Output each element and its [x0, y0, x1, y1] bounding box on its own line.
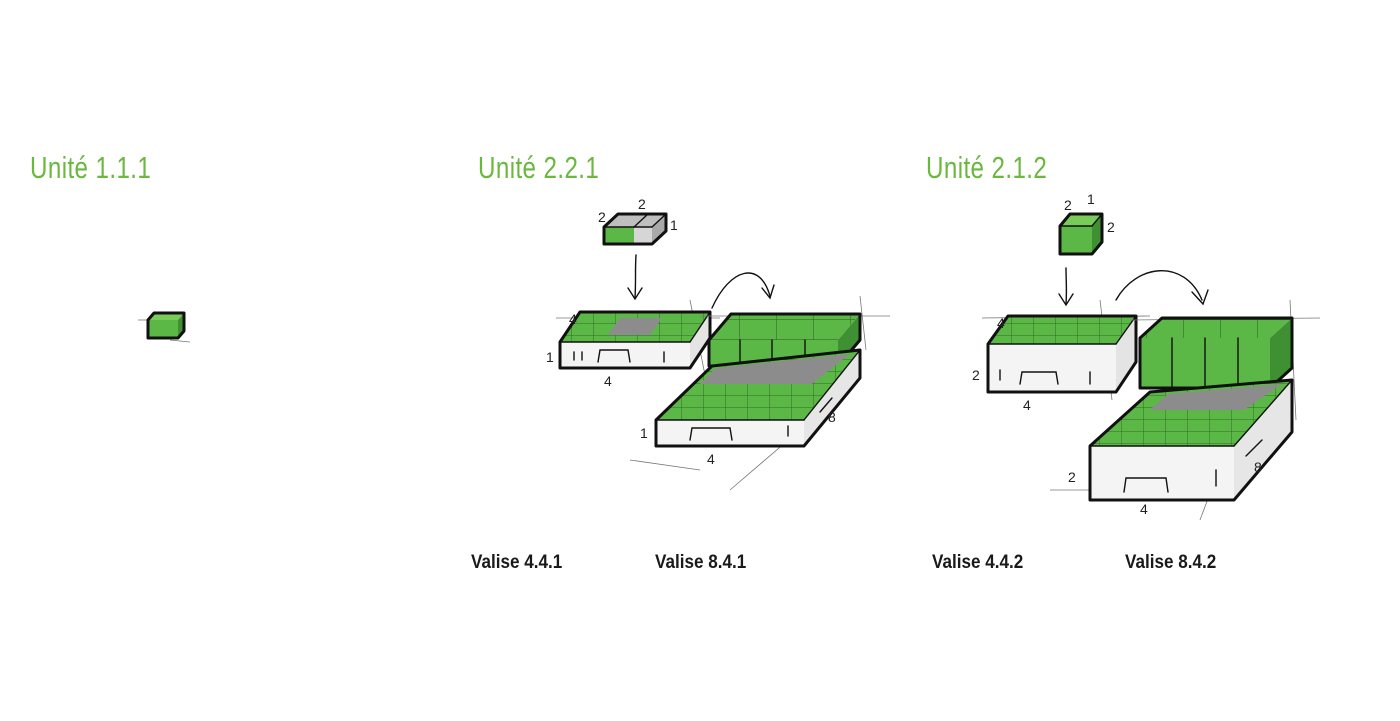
dim-221-left: 2: [598, 209, 606, 225]
dim-212-right: 2: [1107, 219, 1115, 235]
valise-442: 4 2 4: [972, 299, 1151, 413]
caption-valise-841: Valise 8.4.1: [655, 552, 747, 573]
dim-221-right: 1: [670, 217, 678, 233]
arrow-down-icon: [627, 254, 643, 301]
dim-212-top: 1: [1087, 191, 1095, 207]
caption-valise-842: Valise 8.4.2: [1125, 552, 1217, 573]
dim-212-left: 2: [1064, 197, 1072, 213]
dim-441-height: 1: [546, 349, 554, 365]
valise-842: 2 4 8: [1050, 299, 1321, 521]
unit-111-box: [138, 311, 191, 343]
dim-442-width: 4: [1023, 397, 1031, 413]
valise-441: 4 1 4: [546, 299, 720, 389]
curved-arrow-icon: [1115, 270, 1209, 306]
dim-441-width: 4: [604, 373, 612, 389]
valise-841: 1 4 8: [629, 295, 890, 491]
unit-212-box: 2 1 2: [1058, 191, 1115, 256]
arrow-down-icon: [1058, 267, 1074, 307]
dim-442-depth: 4: [997, 315, 1005, 331]
caption-valise-442: Valise 4.4.2: [932, 552, 1024, 573]
unit-221-box: 2 2 1: [598, 196, 678, 246]
dim-841-height: 1: [640, 425, 648, 441]
dim-441-depth: 4: [569, 311, 577, 327]
dim-841-length: 8: [828, 409, 836, 425]
dim-442-height: 2: [972, 367, 980, 383]
curved-arrow-icon: [711, 272, 775, 309]
unit-1-title: Unité 1.1.1: [30, 150, 152, 185]
dim-842-length: 8: [1254, 459, 1262, 475]
unit-2-title: Unité 2.2.1: [478, 150, 600, 185]
caption-valise-441: Valise 4.4.1: [471, 552, 563, 573]
dim-841-width: 4: [707, 451, 715, 467]
dim-842-width: 4: [1140, 501, 1148, 517]
unit-3-title: Unité 2.1.2: [926, 150, 1048, 185]
dim-221-top: 2: [638, 196, 646, 212]
dim-842-height: 2: [1068, 469, 1076, 485]
